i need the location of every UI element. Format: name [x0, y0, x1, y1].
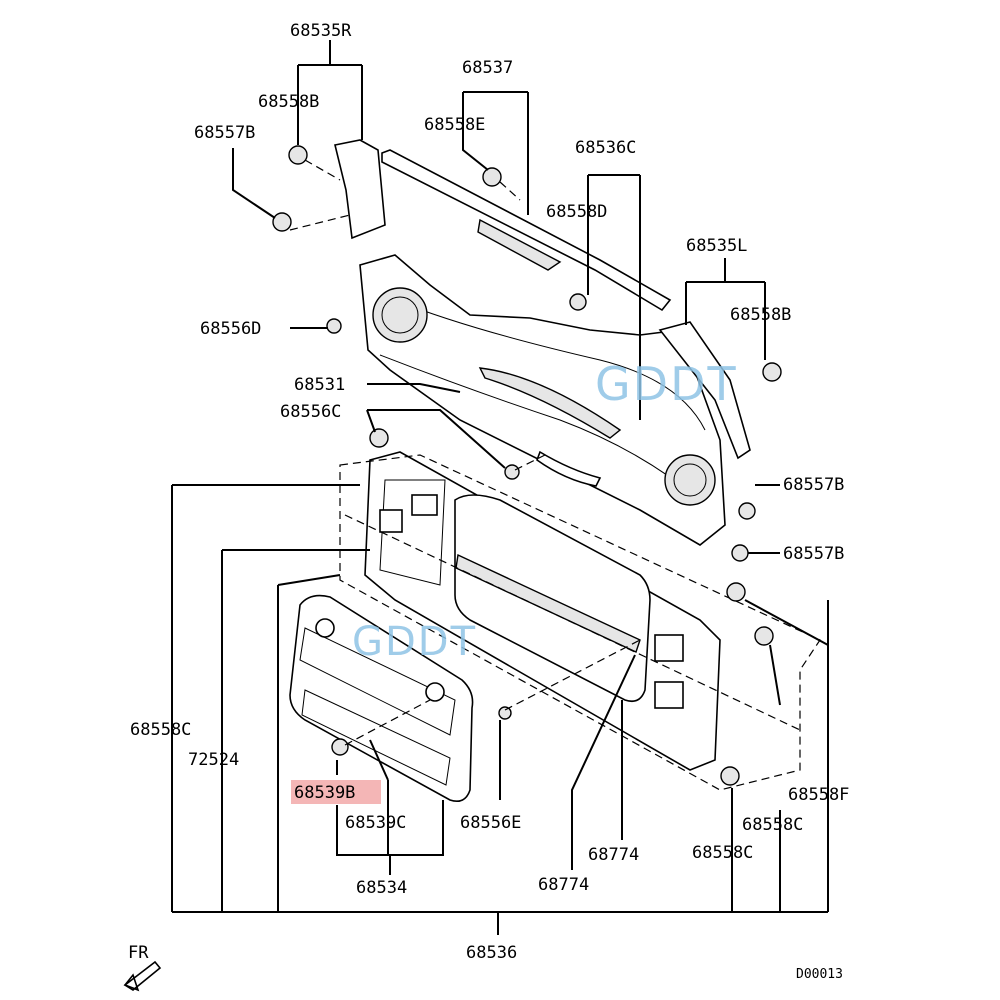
label-68557B-top: 68557B	[194, 123, 255, 143]
label-68556C: 68556C	[280, 402, 341, 422]
watermark-bottom: GDDT	[352, 619, 477, 665]
clips	[272, 145, 782, 786]
right-pillar-trim	[658, 321, 751, 460]
label-fr: FR	[128, 943, 149, 963]
label-68531: 68531	[294, 375, 345, 395]
front-direction-icon	[123, 960, 162, 992]
door-trim-panel	[364, 451, 721, 771]
label-68534: 68534	[356, 878, 407, 898]
backing-outline	[339, 454, 821, 791]
label-68558F: 68558F	[788, 785, 849, 805]
pocket-panel	[289, 594, 474, 803]
left-pillar-trim	[334, 139, 386, 240]
watermark-top: GDDT	[595, 357, 738, 411]
label-72524: 72524	[188, 750, 239, 770]
leader-lines	[171, 40, 829, 935]
label-68535L: 68535L	[686, 236, 747, 256]
upper-trim-panel	[359, 254, 726, 546]
label-68535R: 68535R	[290, 21, 352, 41]
label-68558B-right: 68558B	[730, 305, 791, 325]
diagram-code: D00013	[796, 967, 843, 982]
label-68558C-r2: 68558C	[692, 843, 753, 863]
label-68558D: 68558D	[546, 202, 607, 222]
label-68558C-left: 68558C	[130, 720, 191, 740]
label-68556D: 68556D	[200, 319, 261, 339]
label-68557B-r2: 68557B	[783, 544, 844, 564]
label-68558E: 68558E	[424, 115, 485, 135]
label-68556E: 68556E	[460, 813, 521, 833]
highlight-68539B	[291, 780, 381, 804]
top-strip	[381, 149, 672, 312]
label-68558B-top: 68558B	[258, 92, 319, 112]
label-68539B: 68539B	[294, 783, 355, 803]
clip-guides	[289, 159, 641, 746]
label-68557B-r1: 68557B	[783, 475, 844, 495]
label-68537: 68537	[462, 58, 513, 78]
label-68558C-r1: 68558C	[742, 815, 803, 835]
label-68536: 68536	[466, 943, 517, 963]
label-68774-a: 68774	[588, 845, 639, 865]
label-68774-b: 68774	[538, 875, 589, 895]
label-68539C: 68539C	[345, 813, 406, 833]
label-68536C: 68536C	[575, 138, 636, 158]
